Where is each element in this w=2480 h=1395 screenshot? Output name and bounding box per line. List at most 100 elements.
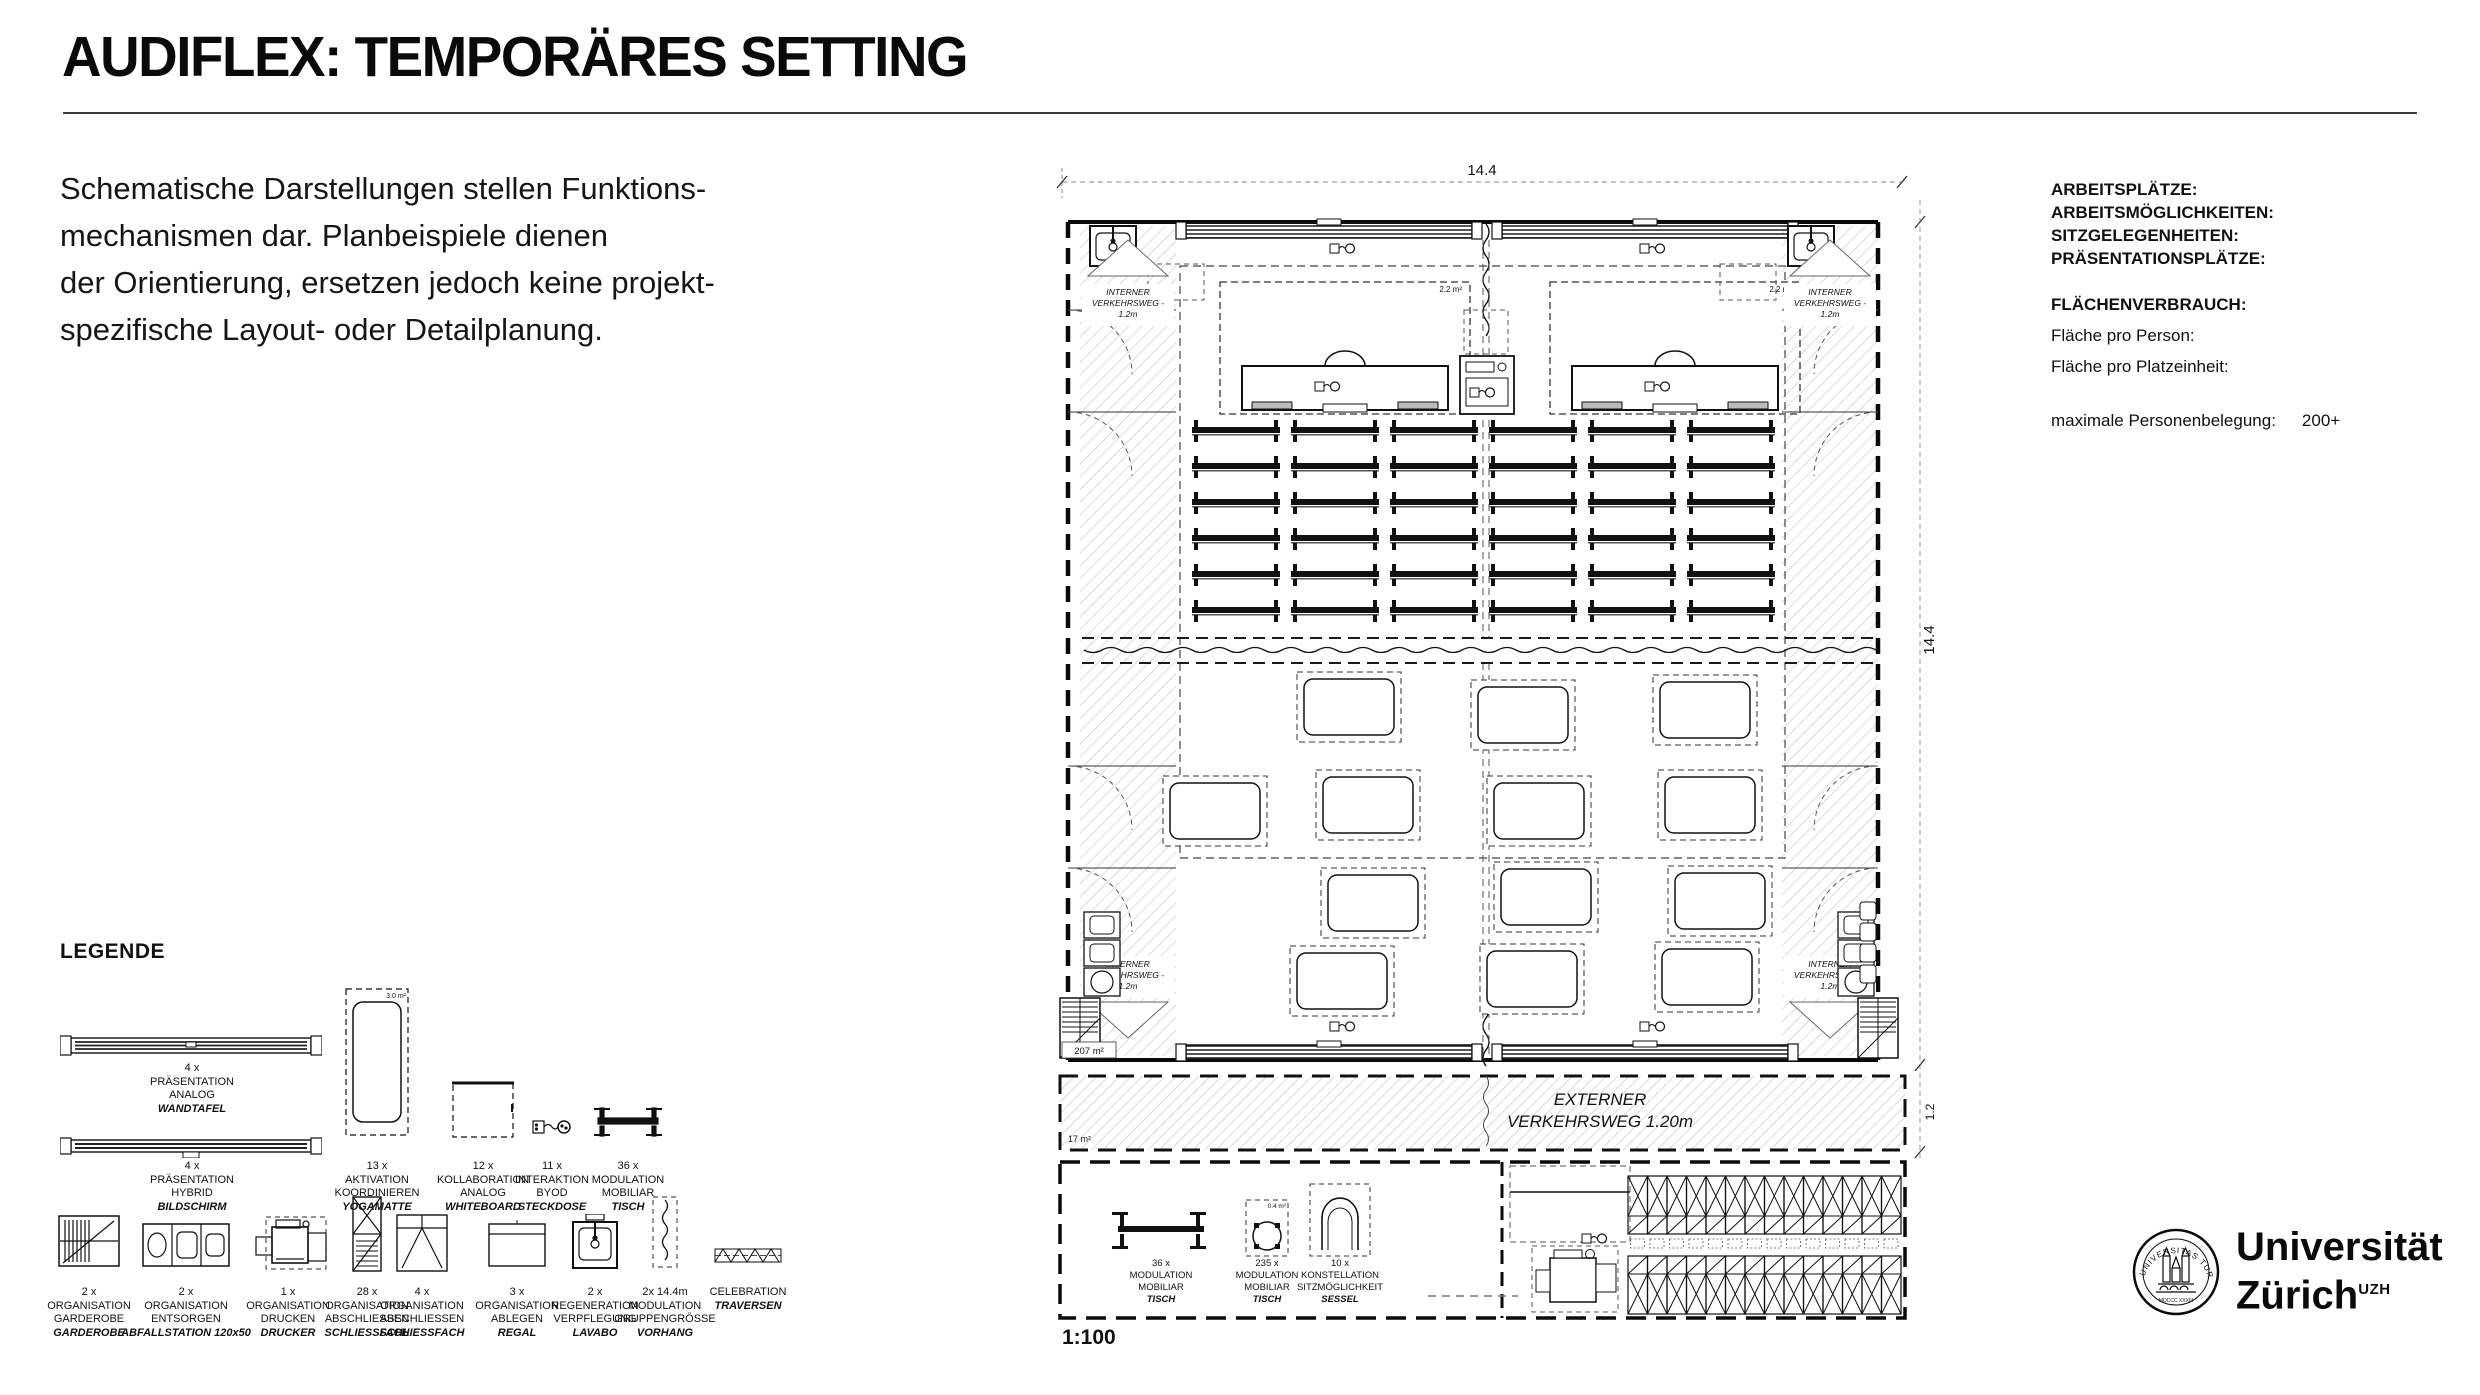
plan-legend-line: MODULATION [1130,1270,1193,1281]
legend-title: LEGENDE [60,940,166,963]
yogamatte-icon: 3.0 m² [345,988,409,1141]
uzh-logo: UNIVERSITAS TURICENSIS MDCCC XXXIII Unive… [2132,1226,2443,1317]
lavabo-icon [572,1213,618,1275]
table-icon [1588,600,1676,622]
yogamatte-icon [1296,671,1402,743]
stats-section-title: FLÄCHENVERBRAUCH: [2051,295,2247,314]
stats-row: ARBEITSPLÄTZE: [2051,180,2198,199]
intro-line: der Orientierung, ersetzen jedoch keine … [60,265,715,300]
stats-row: Fläche pro Person: [2051,326,2195,345]
intro-line: Schematische Darstellungen stellen Funkt… [60,171,707,206]
yogamatte-icon [1486,775,1592,847]
schliessfach-icon [396,1214,448,1277]
table-icon [1291,600,1379,622]
steckdose-icon [1329,243,1356,254]
plan-legend-count: 10 x [1331,1258,1349,1269]
title-underline [63,112,2417,114]
table-icon [1390,564,1478,586]
regal-icon [488,1220,546,1275]
intern-line: 1.2m [1821,309,1840,319]
tisch-bank-icon [1112,1212,1206,1249]
table-icon [1588,564,1676,586]
drucker-icon [1531,1233,1619,1313]
intern-line: 1.2m [1119,309,1138,319]
table-icon [1588,528,1676,550]
plan-legend-line: MOBILIAR [1138,1282,1184,1293]
occupancy-label: maximale Personenbelegung: [2051,411,2276,430]
svg-text:UNIVERSITAS TURICENSIS: UNIVERSITAS TURICENSIS [2132,1228,2215,1280]
table-icon [1390,492,1478,514]
plan-legend-name: TISCH [1253,1294,1283,1305]
steckdose-icon [1581,1233,1608,1244]
steckdose-icon [1329,1021,1356,1032]
table-icon [1192,528,1280,550]
steckdose-icon [532,1116,572,1143]
scale-label: 1:100 [1062,1326,1116,1349]
extern-corridor-label: VERKEHRSWEG 1.20m [1507,1112,1693,1131]
hocker-area-label: 0.4 m² [1268,1203,1287,1210]
table-icon [1390,600,1478,622]
table-icon [1291,492,1379,514]
stats-row: Fläche pro Platzeinheit: [2051,357,2229,376]
plan-legend-line: KONSTELLATION [1301,1270,1379,1281]
table-icon [1489,456,1577,478]
table-icon [1291,456,1379,478]
traversen-icon [714,1244,782,1271]
table-icon [1588,492,1676,514]
intern-line: 1.2m [1119,981,1138,991]
seal-year-label: MDCCC XXXIII [2159,1298,2193,1304]
wandtafel-icon [1175,218,1483,240]
intern-line: INTERNER [1808,287,1851,297]
yogamatte-icon [1470,679,1576,751]
uzh-wordmark: Universität ZürichUZH [2236,1226,2443,1317]
extern-area-label: 17 m² [1068,1134,1091,1144]
plan-legend-line: MODULATION [1236,1270,1299,1281]
tables-grid [1192,420,1775,622]
table-icon [1291,528,1379,550]
vorhang-icon [652,1196,678,1279]
yogamatte-icon [1657,769,1763,841]
wandtafel-icon [59,1034,323,1061]
presentation-zone: 2.2 m² [1549,281,1801,415]
dim-width-label: 14.4 [1467,162,1496,179]
plan-legend-name: SESSEL [1321,1294,1359,1305]
intro-line: spezifische Layout- oder Detailplanung. [60,312,603,347]
intro-line: mechanismen dar. Planbeispiele dienen [60,218,609,253]
stats-row: PRÄSENTATIONSPLÄTZE: [2051,249,2266,268]
schliessfach-icon [352,1196,382,1277]
wandtafel-icon [1175,1040,1483,1062]
steckdose-icon [1314,381,1341,392]
room-area-label: 207 m² [1074,1046,1104,1057]
table-icon [1390,420,1478,442]
stats-row: SITZGELEGENHEITEN: [2051,226,2239,245]
yogamatte-icon [1162,775,1268,847]
uzh-seal-icon: UNIVERSITAS TURICENSIS MDCCC XXXIII [2132,1228,2220,1315]
steckdose-icon [1644,381,1671,392]
yogamatte-icon [1315,769,1421,841]
yogamatte-icon [1479,943,1585,1015]
page-title: AUDIFLEX: TEMPORÄRES SETTING [62,25,969,89]
table-icon [1390,456,1478,478]
abfallstation-120x50-icon [142,1220,230,1275]
plan-legend-line: MOBILIAR [1244,1282,1290,1293]
intern-line: INTERNER [1808,959,1851,969]
garderobe-icon [58,1212,120,1275]
yogamatte-icon [1320,867,1426,939]
yogamatte-icon [1654,941,1760,1013]
table-icon [1687,600,1775,622]
table-icon [1687,492,1775,514]
tisch-icon [588,1106,668,1143]
